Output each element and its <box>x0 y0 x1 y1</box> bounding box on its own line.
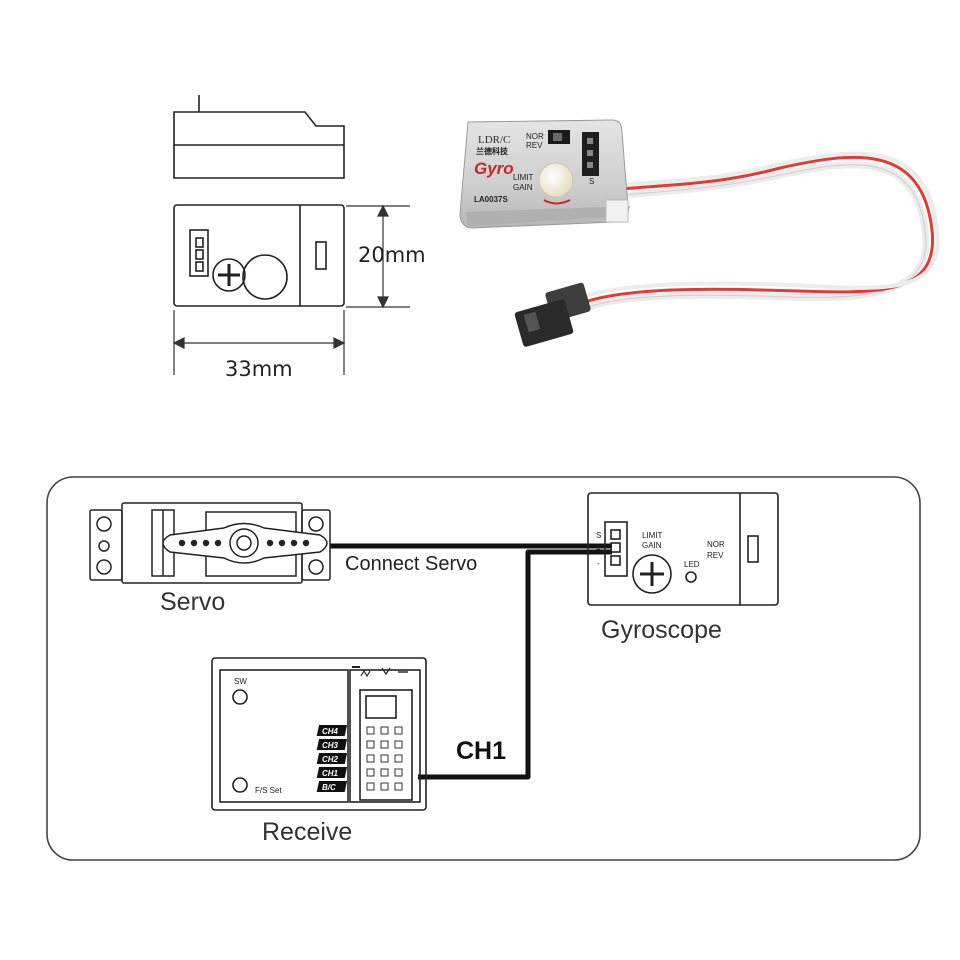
receiver-drawing <box>211 657 427 811</box>
ch1-wire-label: CH1 <box>456 737 506 765</box>
receiver-ch2-tag: CH2 <box>322 755 339 764</box>
product-switch-nor: NOR <box>526 132 544 141</box>
gyro-gain-label: GAIN <box>642 541 662 550</box>
connection-wires <box>330 543 612 780</box>
gyro-pin-minus: - <box>597 559 600 568</box>
gyro-limit-label: LIMIT <box>642 531 663 540</box>
product-pin-label: S <box>589 177 594 186</box>
gyro-pin-s: S <box>596 531 601 540</box>
receiver-pin-grid <box>366 726 403 791</box>
receiver-channel-tags <box>316 725 348 792</box>
gyroscope-label: Gyroscope <box>601 616 722 644</box>
gyro-rev-label: REV <box>707 551 724 560</box>
servo-label: Servo <box>160 588 225 616</box>
product-gyro-logo: Gyro <box>474 159 514 178</box>
receiver-ch3-tag: CH3 <box>322 741 339 750</box>
width-dimension-label: 33mm <box>225 357 293 381</box>
gyro-led-label: LED <box>684 560 700 569</box>
receiver-bc-tag: B/C <box>322 783 336 792</box>
gyro-nor-label: NOR <box>707 540 725 549</box>
product-brand: LDR/C <box>478 134 510 146</box>
gyro-product-photo <box>459 119 630 229</box>
receiver-ch4-tag: CH4 <box>322 727 339 736</box>
receiver-label: Receive <box>262 818 352 846</box>
width-dimension <box>172 310 346 375</box>
receiver-ch1-tag: CH1 <box>322 769 339 778</box>
connect-servo-label: Connect Servo <box>345 553 477 575</box>
product-model: LA0037S <box>474 195 508 204</box>
product-knob-gain: GAIN <box>513 183 533 192</box>
product-knob-limit: LIMIT <box>513 173 534 182</box>
height-dimension <box>346 204 410 309</box>
top-view-drawing <box>173 204 345 307</box>
product-switch-rev: REV <box>526 141 543 150</box>
receiver-sw-label: SW <box>234 677 247 686</box>
product-chinese-brand: 兰德科技 <box>476 146 509 156</box>
receiver-fs-set-label: F/S Set <box>255 786 282 795</box>
servo-plug-connector <box>514 282 591 347</box>
side-view-drawing <box>173 95 345 179</box>
servo-cable <box>581 151 940 312</box>
servo-drawing <box>89 502 331 584</box>
wiring-diagram-frame <box>46 476 921 861</box>
gyroscope-drawing <box>587 492 779 606</box>
gyro-pin-plus: + <box>596 545 601 554</box>
height-dimension-label: 20mm <box>358 243 426 267</box>
